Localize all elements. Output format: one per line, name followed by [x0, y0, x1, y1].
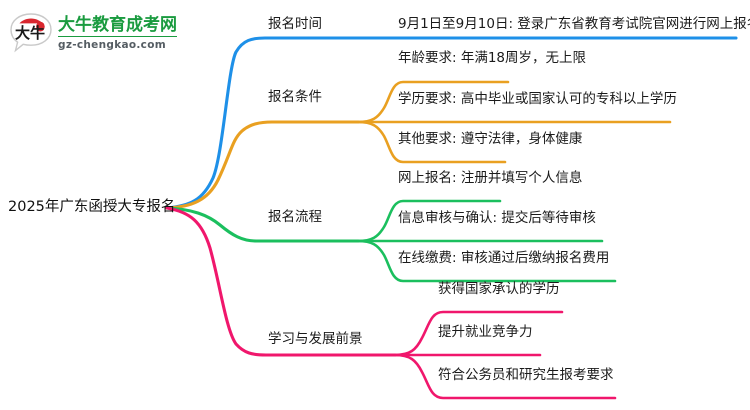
svg-text:大牛: 大牛 [15, 24, 45, 42]
branch-label-1[interactable]: 报名条件 [268, 89, 322, 105]
leaf-label-0-0[interactable]: 9月1日至9月10日: 登录广东省教育考试院官网进行网上报名 [398, 16, 750, 32]
branch-connector-3 [165, 206, 617, 400]
branch-connector-1 [165, 80, 672, 210]
leaf-label-3-1[interactable]: 提升就业竞争力 [438, 324, 533, 340]
branch-connector-0 [165, 36, 738, 210]
logo-title: 大牛教育成考网 [58, 14, 177, 35]
niu-speech-bubble-logo-icon: 大牛 [8, 11, 54, 55]
mindmap-root-label[interactable]: 2025年广东函授大专报名 [8, 199, 176, 215]
leaf-label-2-1[interactable]: 信息审核与确认: 提交后等待审核 [398, 210, 596, 226]
leaf-label-3-2[interactable]: 符合公务员和研究生报考要求 [438, 367, 614, 383]
branch-label-2[interactable]: 报名流程 [268, 209, 322, 225]
leaf-label-1-2[interactable]: 其他要求: 遵守法律，身体健康 [398, 131, 583, 147]
leaf-label-2-0[interactable]: 网上报名: 注册并填写个人信息 [398, 170, 583, 186]
leaf-label-1-0[interactable]: 年龄要求: 年满18周岁，无上限 [398, 50, 587, 66]
leaf-label-3-0[interactable]: 获得国家承认的学历 [438, 281, 560, 297]
site-logo[interactable]: 大牛 大牛教育成考网 gz-chengkao.com [8, 8, 198, 58]
leaf-label-2-2[interactable]: 在线缴费: 审核通过后缴纳报名费用 [398, 250, 610, 266]
logo-domain: gz-chengkao.com [58, 35, 177, 52]
branch-connector-2 [165, 199, 617, 283]
branch-label-0[interactable]: 报名时间 [268, 16, 322, 32]
leaf-label-1-1[interactable]: 学历要求: 高中毕业或国家认可的专科以上学历 [398, 91, 677, 107]
branch-label-3[interactable]: 学习与发展前景 [268, 331, 363, 347]
logo-text-block: 大牛教育成考网 gz-chengkao.com [58, 15, 177, 52]
